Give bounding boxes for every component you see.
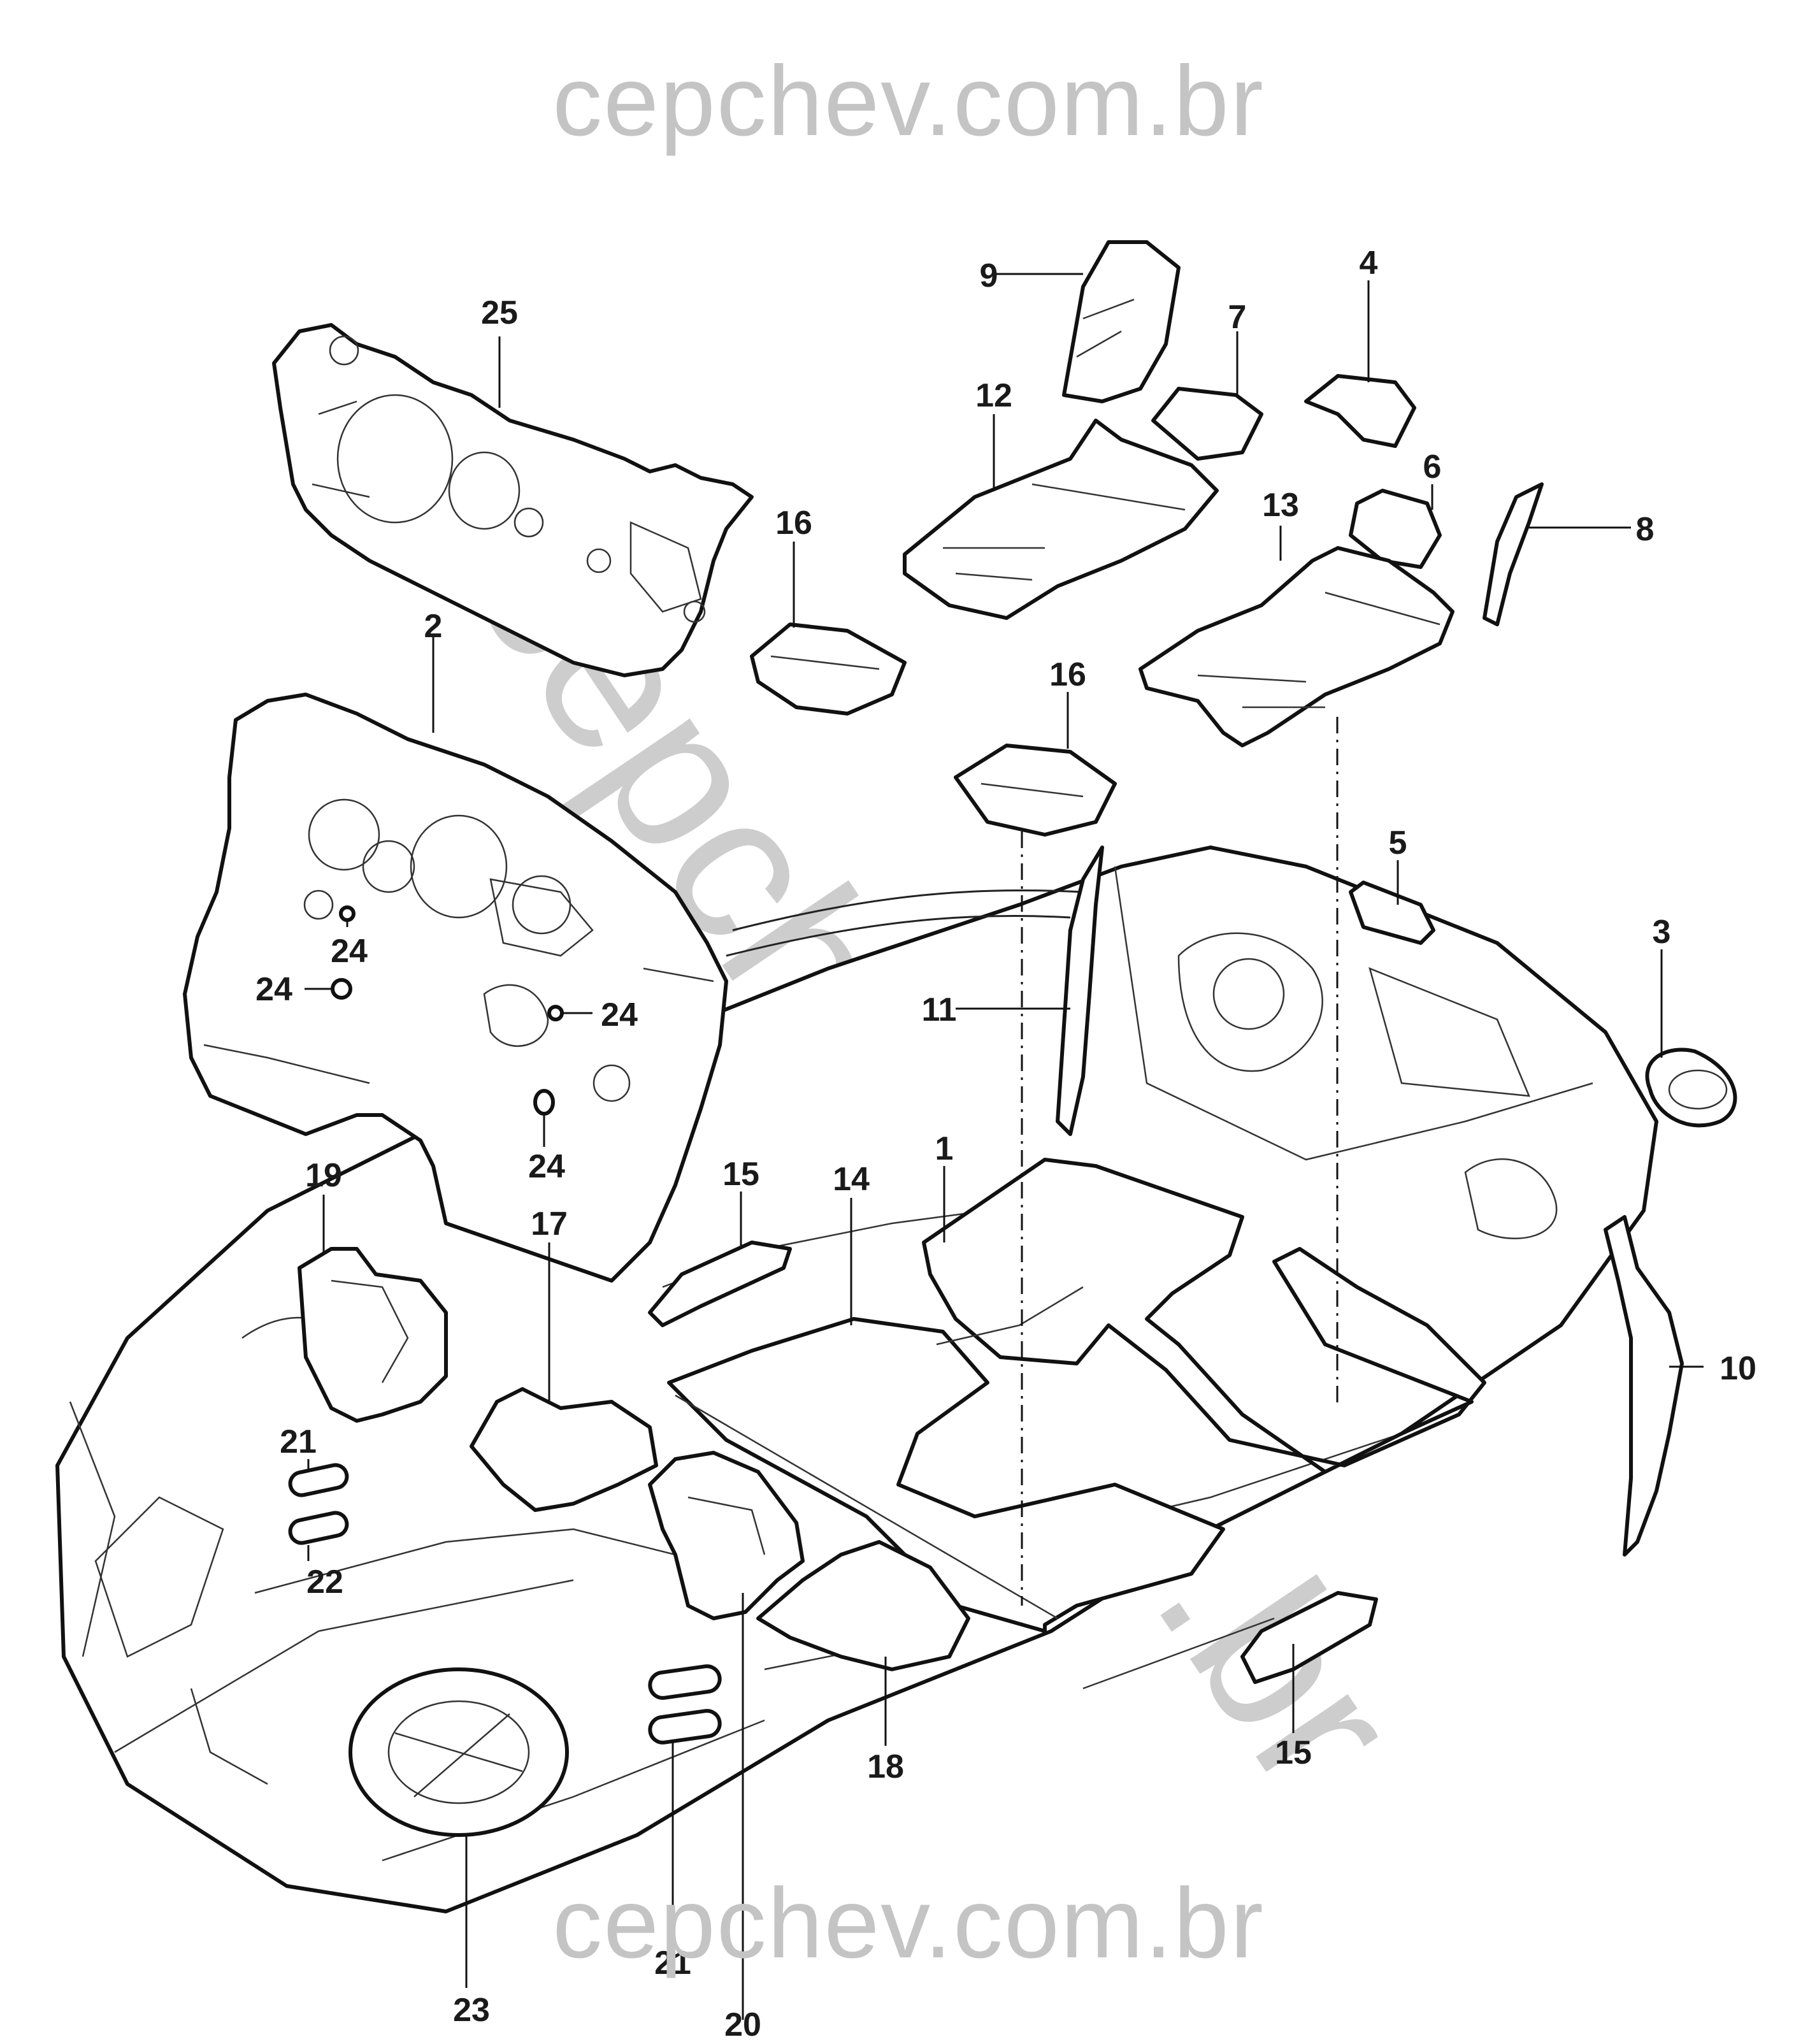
- part-5: [1349, 881, 1435, 945]
- callout-24-b: 24: [255, 971, 292, 1008]
- part-17: [470, 1387, 658, 1512]
- plug-21-lower-b: [648, 1709, 722, 1745]
- callout-20: 20: [724, 2006, 761, 2043]
- callout-11: 11: [922, 991, 957, 1028]
- part-6: [1349, 489, 1442, 569]
- part-11: [1056, 846, 1104, 1136]
- callout-13: 13: [1262, 487, 1299, 524]
- plug-21-upper: [288, 1463, 349, 1497]
- part-3: [1645, 1047, 1737, 1128]
- leader-lines: [305, 273, 1704, 2020]
- callout-15-right: 15: [1275, 1734, 1312, 1771]
- callout-labels: 25 2 16 16 24 24 24 24 9 7 4 12 6 13 8 5…: [255, 245, 1756, 2043]
- grommet-24-d: [533, 1089, 555, 1116]
- callout-1: 1: [935, 1130, 954, 1167]
- callout-16-upper: 16: [775, 505, 812, 542]
- callout-7: 7: [1228, 299, 1247, 336]
- watermark-top: cepchev.com.br: [552, 46, 1265, 157]
- callout-6: 6: [1423, 449, 1442, 486]
- part-7: [1151, 387, 1263, 461]
- callout-5: 5: [1389, 824, 1407, 861]
- callout-24-d: 24: [528, 1148, 565, 1185]
- part-10: [1604, 1215, 1684, 1557]
- part-13: [1138, 546, 1454, 747]
- grommet-24-c: [547, 1005, 564, 1021]
- callout-16-middle: 16: [1049, 656, 1086, 693]
- callout-10: 10: [1720, 1350, 1756, 1387]
- part-1-front-carpet: [922, 1158, 1486, 1474]
- callout-8: 8: [1636, 511, 1655, 548]
- part-9: [1062, 240, 1181, 403]
- callout-3: 3: [1653, 914, 1671, 951]
- callout-4: 4: [1360, 245, 1378, 282]
- callout-23: 23: [453, 1992, 490, 2029]
- callout-25: 25: [481, 294, 518, 331]
- part-4: [1304, 374, 1416, 448]
- callout-9: 9: [980, 257, 998, 294]
- part-20: [648, 1451, 805, 1620]
- callout-19: 19: [305, 1157, 342, 1194]
- callout-15-left: 15: [722, 1156, 759, 1193]
- callout-24-a: 24: [331, 933, 368, 970]
- callout-18: 18: [867, 1748, 904, 1785]
- callout-21-upper: 21: [280, 1423, 317, 1460]
- callout-2: 2: [424, 608, 443, 645]
- callout-14: 14: [833, 1161, 870, 1198]
- callout-12: 12: [975, 377, 1012, 414]
- grommet-24-b: [331, 978, 352, 1000]
- part-8: [1483, 482, 1544, 626]
- callout-21-lower: 21: [654, 1945, 691, 1982]
- callout-22: 22: [306, 1564, 343, 1601]
- callout-17: 17: [531, 1206, 568, 1242]
- part-15-left: [648, 1241, 792, 1327]
- part-16-upper: [750, 623, 907, 716]
- watermark-bottom: cepchev.com.br: [552, 1868, 1265, 1979]
- plug-21-lower-a: [648, 1664, 722, 1700]
- plug-22: [288, 1511, 349, 1545]
- part-18: [756, 1540, 970, 1671]
- part-14-rear-carpet: [667, 1317, 1225, 1633]
- part-25-dash-insulator-upper: [272, 323, 754, 677]
- part-19: [298, 1247, 448, 1423]
- part-15-right: [1240, 1591, 1378, 1684]
- grommet-24-a: [339, 905, 356, 922]
- part-2-dash-insulator-main: [183, 693, 728, 1283]
- part-23-spare-wheel-pad: [348, 1667, 569, 1837]
- part-12: [903, 419, 1219, 620]
- callout-24-c: 24: [601, 997, 638, 1033]
